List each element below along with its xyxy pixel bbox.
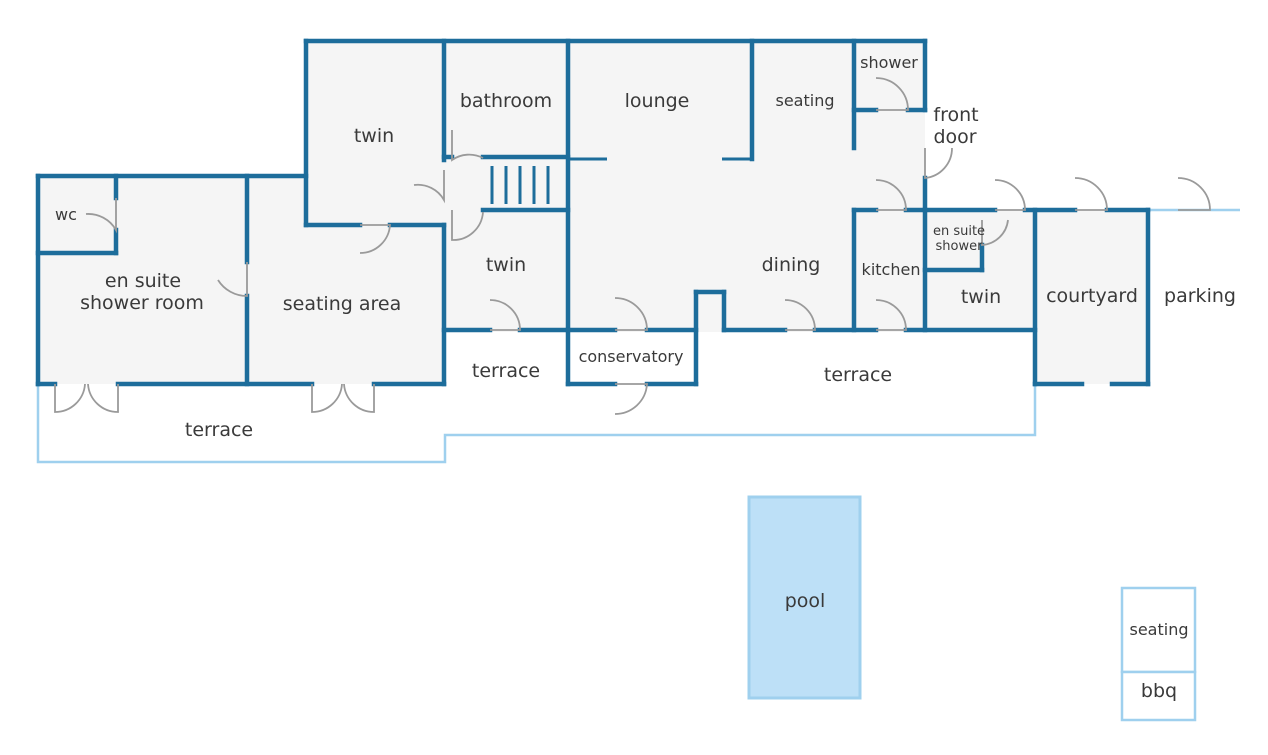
label-seating-area: seating area bbox=[283, 293, 401, 315]
doors bbox=[54, 77, 1211, 415]
label-seating-garden: seating bbox=[1130, 620, 1189, 639]
label-en-suite-shower-2: shower bbox=[936, 239, 984, 254]
staircase bbox=[490, 166, 550, 204]
label-pool: pool bbox=[785, 590, 826, 612]
label-twin-middle: twin bbox=[486, 254, 526, 276]
label-dining: dining bbox=[762, 254, 821, 276]
label-twin-top: twin bbox=[354, 125, 394, 147]
label-parking: parking bbox=[1164, 285, 1236, 307]
label-conservatory: conservatory bbox=[579, 347, 684, 366]
pool-shape bbox=[747, 495, 862, 700]
seating-box bbox=[1120, 586, 1197, 674]
label-front-door-1: front bbox=[933, 104, 978, 126]
label-shower: shower bbox=[860, 53, 918, 72]
label-terrace-middle: terrace bbox=[472, 360, 540, 382]
label-en-suite-1: en suite bbox=[105, 270, 181, 292]
room-fills bbox=[38, 41, 1148, 384]
label-wc: wc bbox=[55, 205, 77, 224]
label-en-suite-2: shower room bbox=[80, 292, 204, 314]
label-kitchen: kitchen bbox=[862, 260, 921, 279]
label-en-suite-shower-1: en suite bbox=[933, 224, 985, 239]
label-terrace-right: terrace bbox=[824, 364, 892, 386]
label-courtyard: courtyard bbox=[1046, 285, 1138, 307]
label-lounge: lounge bbox=[625, 90, 690, 112]
label-terrace-left: terrace bbox=[185, 419, 253, 441]
room-labels: twin bathroom lounge seating shower fron… bbox=[55, 53, 1236, 702]
label-seating-top: seating bbox=[776, 91, 835, 110]
bbq-box bbox=[1120, 670, 1197, 722]
label-bathroom: bathroom bbox=[460, 90, 552, 112]
label-front-door-2: door bbox=[933, 126, 976, 148]
label-twin-right: twin bbox=[961, 286, 1001, 308]
walls bbox=[35, 38, 1151, 387]
label-bbq: bbq bbox=[1141, 680, 1177, 702]
